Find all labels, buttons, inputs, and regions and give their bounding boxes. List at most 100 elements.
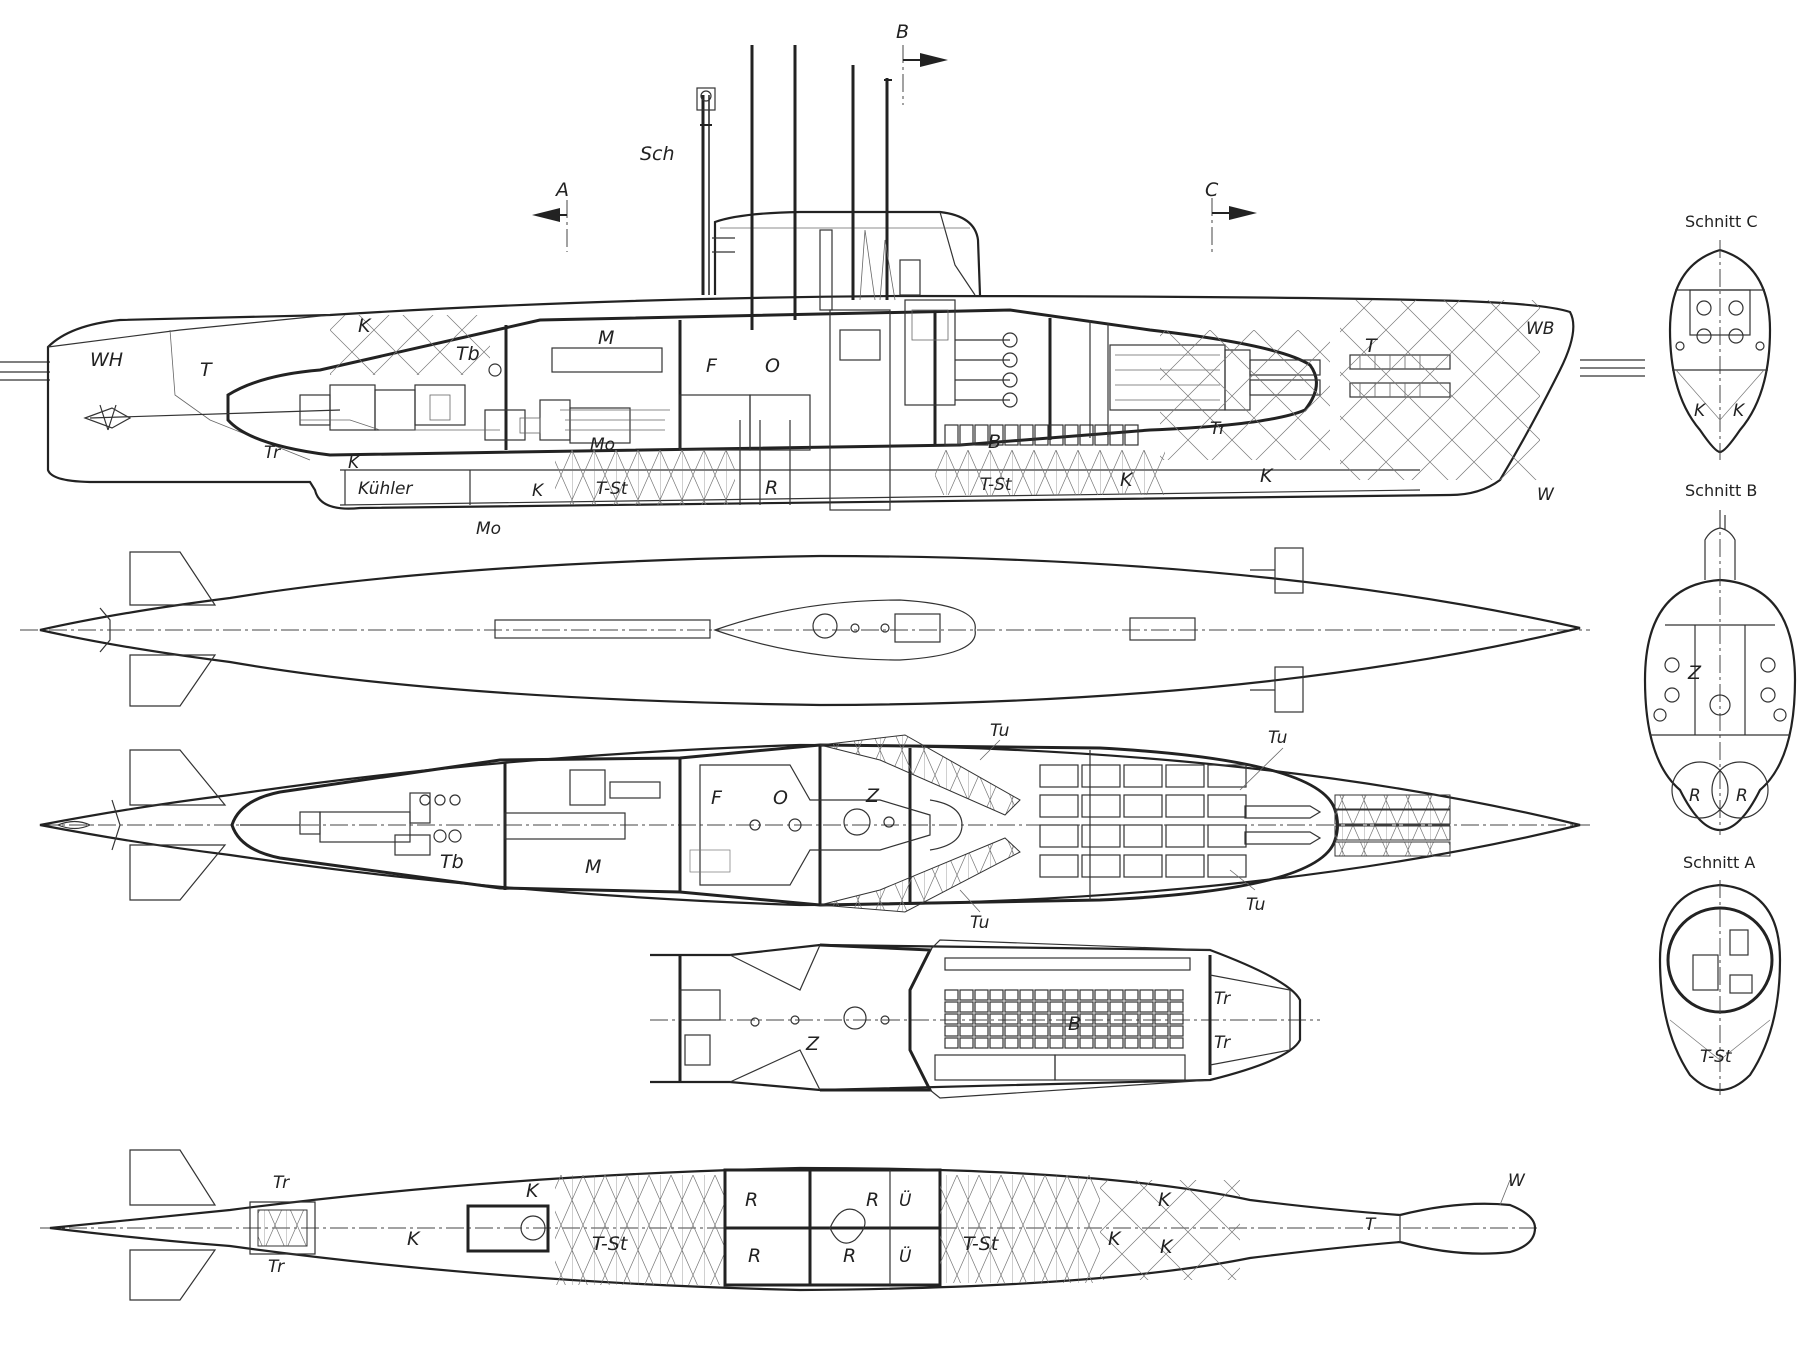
battery-cell	[1064, 989, 1079, 1001]
battery-cell	[1207, 794, 1247, 818]
battery-cell	[1139, 1025, 1154, 1037]
side-label-kuehler: Kühler	[358, 479, 413, 499]
top-view	[20, 547, 1590, 713]
lower-deck-outline	[650, 943, 1302, 1092]
battery-cell	[1094, 989, 1109, 1001]
side-label-b: B	[988, 431, 1001, 453]
battery-cell	[974, 424, 989, 446]
battery-cell	[1004, 424, 1019, 446]
battery-cell	[989, 424, 1004, 446]
battery-cell	[944, 1001, 959, 1013]
battery-cell	[1064, 1001, 1079, 1013]
battery-cell	[974, 1025, 989, 1037]
battery-cell	[1049, 989, 1064, 1001]
section-mark-a-label: A	[554, 179, 569, 201]
battery-cell	[1049, 424, 1064, 446]
deck-battery-grid	[1039, 764, 1247, 878]
battery-cell	[1019, 1037, 1034, 1049]
side-label-mo-b: Mo	[476, 519, 501, 539]
bottom-label-t-st-b: T-St	[963, 1233, 1000, 1255]
bottom-label-k-a: K	[407, 1228, 421, 1250]
battery-cell	[1039, 854, 1079, 878]
battery-cell	[1124, 1013, 1139, 1025]
deck-label-f: F	[711, 787, 723, 809]
side-label-o: O	[765, 355, 780, 377]
battery-cell	[959, 989, 974, 1001]
battery-cell	[1019, 1001, 1034, 1013]
section-c-label-k-a: K	[1694, 401, 1707, 421]
battery-cell	[1019, 424, 1034, 446]
battery-cell	[944, 1013, 959, 1025]
battery-cell	[1123, 764, 1163, 788]
battery-cell	[1123, 824, 1163, 848]
battery-cell	[1064, 1025, 1079, 1037]
side-label-t-fwd: T	[1365, 335, 1378, 357]
battery-cell	[959, 1001, 974, 1013]
bottom-tank-hatch	[1100, 1180, 1240, 1280]
battery-cell	[1004, 1025, 1019, 1037]
side-label-f: F	[706, 355, 718, 377]
battery-cell	[1079, 1001, 1094, 1013]
lower-label-z: Z	[805, 1033, 820, 1055]
lower-label-tr-1: Tr	[1214, 989, 1231, 1009]
battery-cell	[1154, 1025, 1169, 1037]
side-label-r: R	[765, 477, 778, 499]
bottom-label-k-b: K	[526, 1180, 540, 1202]
battery-cell	[1064, 1037, 1079, 1049]
battery-cell	[1169, 1025, 1184, 1037]
battery-cell	[1207, 824, 1247, 848]
battery-cell	[1079, 424, 1094, 446]
side-label-m: M	[598, 327, 614, 349]
lower-battery-grid	[944, 989, 1184, 1049]
battery-cell	[1123, 854, 1163, 878]
battery-cell	[1139, 1037, 1154, 1049]
section-c: Schnitt C K K	[1668, 212, 1772, 460]
battery-cell	[959, 424, 974, 446]
tower-plan	[713, 599, 976, 661]
bottom-label-r-a: R	[745, 1189, 758, 1211]
battery-cell	[989, 1013, 1004, 1025]
battery-cell	[1139, 1001, 1154, 1013]
battery-cell	[1139, 1013, 1154, 1025]
battery-cell	[1094, 424, 1109, 446]
section-a: Schnitt A T-St	[1658, 853, 1782, 1095]
battery-cell	[959, 1013, 974, 1025]
lower-deck-plan: Z B Tr Tr	[650, 939, 1320, 1099]
battery-cell	[1034, 989, 1049, 1001]
side-label-tb: Tb	[456, 343, 480, 365]
battery-cell	[1079, 1025, 1094, 1037]
bottom-label-t: T	[1365, 1215, 1377, 1235]
battery-cell	[959, 1025, 974, 1037]
bottom-label-u-a: Ü	[899, 1189, 912, 1211]
battery-cell	[1049, 1001, 1064, 1013]
conning-tower	[713, 210, 982, 296]
side-label-tr: Tr	[264, 443, 281, 463]
battery-cell	[1094, 1037, 1109, 1049]
battery-cell	[1004, 1001, 1019, 1013]
battery-cell	[944, 1025, 959, 1037]
battery-cell	[1079, 1013, 1094, 1025]
battery-cell	[1064, 1013, 1079, 1025]
section-b-label-z: Z	[1687, 662, 1702, 684]
battery-cell	[1049, 1037, 1064, 1049]
battery-cell	[1124, 1037, 1139, 1049]
bottom-label-k-d: K	[1108, 1228, 1122, 1250]
battery-cell	[1109, 989, 1124, 1001]
battery-cell	[974, 1037, 989, 1049]
battery-cell	[1019, 989, 1034, 1001]
section-c-label-k-b: K	[1733, 401, 1746, 421]
battery-cell	[1034, 1025, 1049, 1037]
battery-cell	[1034, 424, 1049, 446]
section-mark-b-label: B	[896, 21, 909, 43]
top-hull-outline	[39, 554, 1581, 707]
engine-machinery-side	[83, 363, 571, 441]
main-deck-plan: Tu Tu Tu Tu F O Z Tb M	[39, 721, 1590, 933]
section-marker-c: C	[1205, 179, 1257, 252]
deck-label-tu-1: Tu	[990, 721, 1010, 741]
deck-label-tu-4: Tu	[970, 913, 990, 933]
battery-cell	[1004, 989, 1019, 1001]
battery-cell	[1081, 764, 1121, 788]
bottom-label-tr-1: Tr	[273, 1173, 290, 1193]
control-room-side	[679, 299, 1018, 511]
section-b-label-r-a: R	[1689, 786, 1701, 806]
